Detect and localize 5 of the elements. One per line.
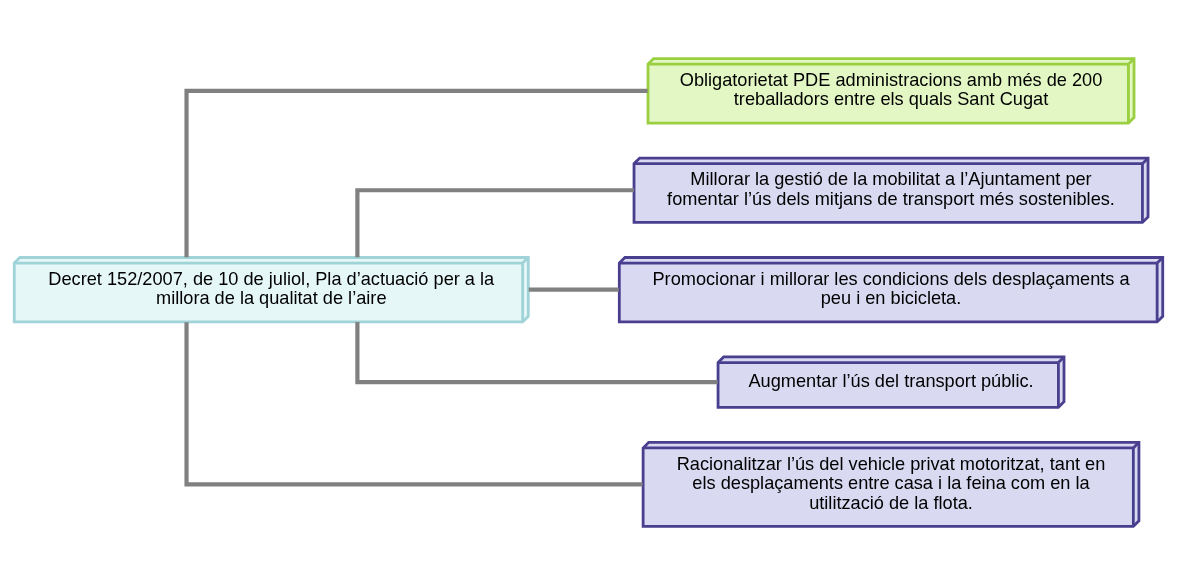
- connector: [184, 88, 648, 258]
- connector: [528, 287, 619, 292]
- connector: [355, 188, 634, 258]
- connector: [184, 322, 643, 487]
- connector: [355, 322, 718, 385]
